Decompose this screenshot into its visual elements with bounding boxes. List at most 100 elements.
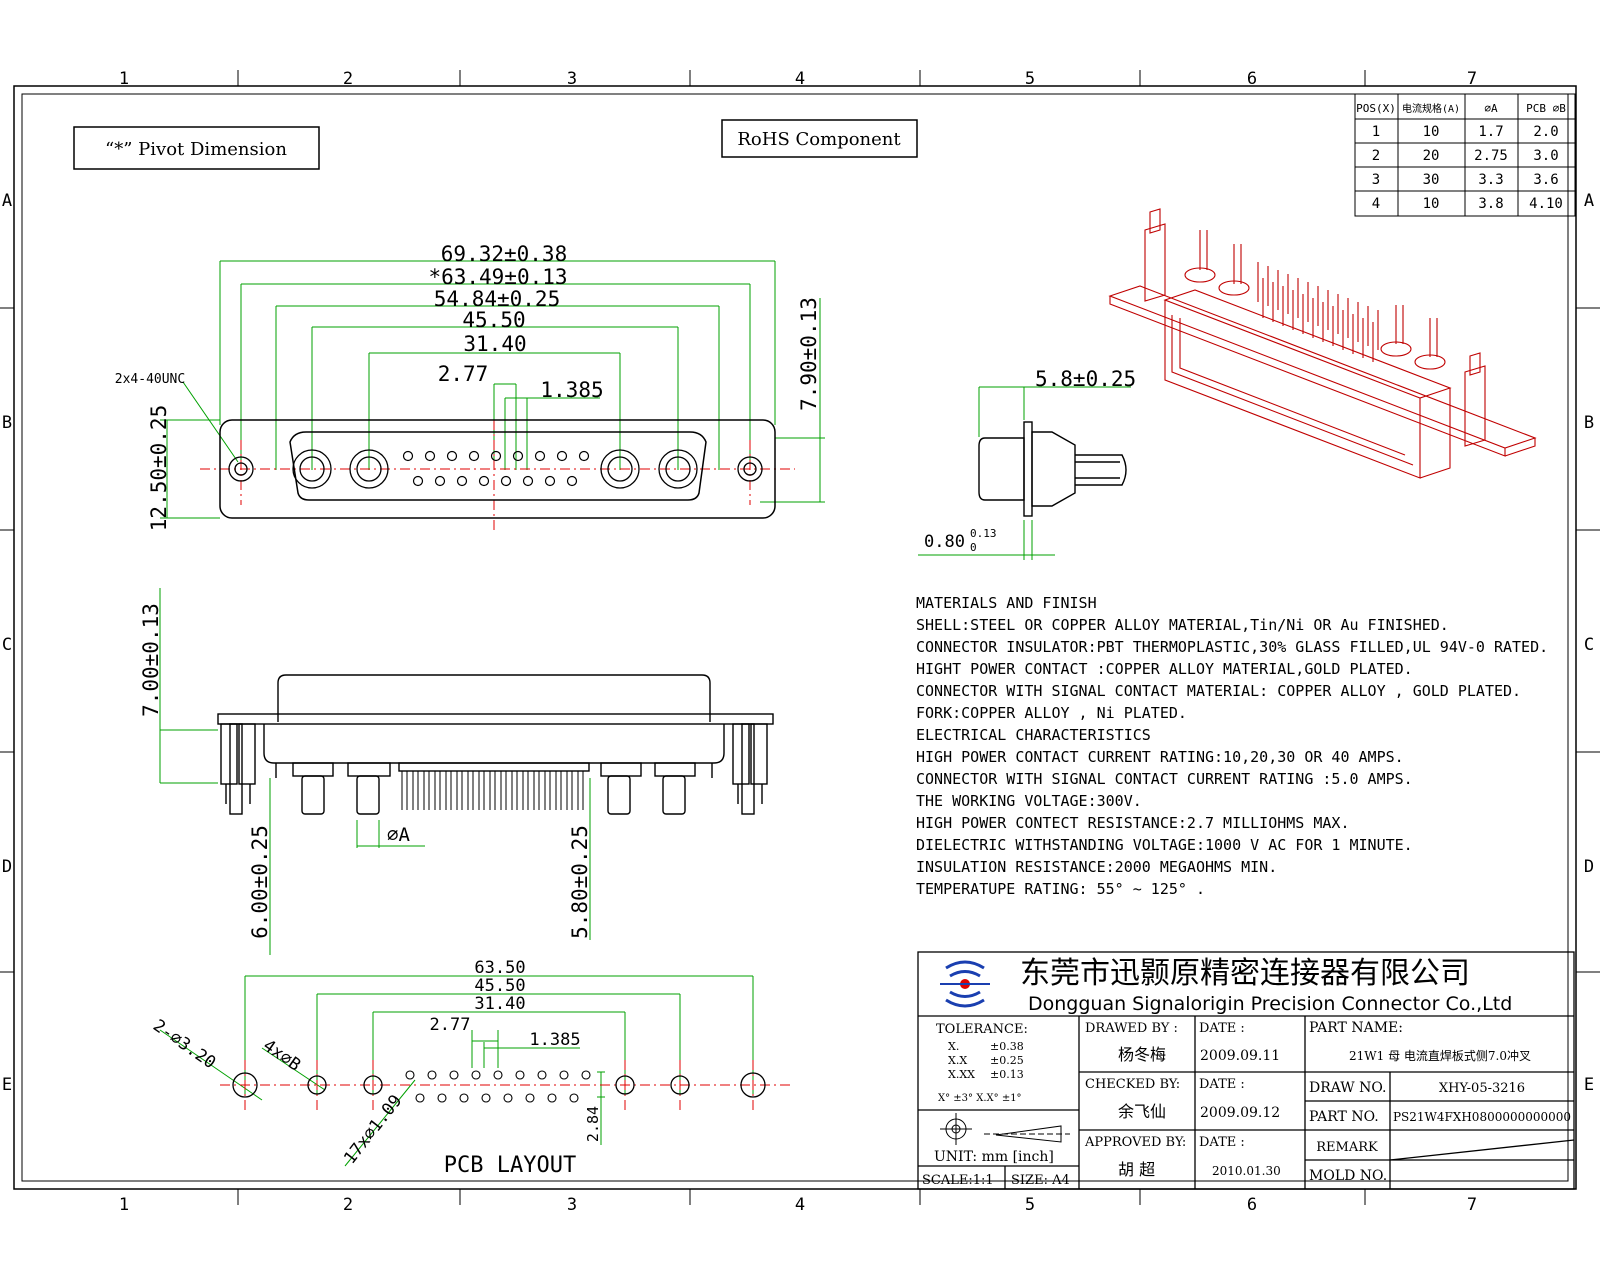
angle-tolerance: X° ±3° X.X° ±1° [938, 1093, 1022, 1104]
row-label: C [1584, 635, 1594, 655]
col-label: 3 [567, 69, 577, 89]
table-cell: 30 [1423, 172, 1440, 188]
col-label: 4 [795, 69, 805, 89]
tol-value: ±0.25 [990, 1054, 1024, 1067]
row-label: A [1584, 191, 1594, 211]
table-cell: 2.75 [1474, 148, 1508, 164]
table-header: ⌀A [1484, 102, 1498, 115]
note-line: TEMPERATUPE RATING: 55° ~ 125° . [916, 880, 1205, 898]
dim-overall-width: 69.32±0.38 [441, 242, 567, 266]
col-label: 1 [119, 1195, 129, 1215]
front-signal-contacts [402, 450, 590, 487]
tol-lower: 0 [970, 541, 977, 554]
dim-pin-offset: 1.385 [540, 378, 603, 402]
table-cell: 10 [1423, 196, 1440, 212]
part-name-label: PART NAME: [1309, 1020, 1403, 1036]
bottom-signal-pins [401, 771, 584, 810]
drawing-border [0, 70, 1600, 1205]
dim-shell-height: 7.00±0.13 [139, 603, 163, 717]
pivot-dimension-box: “*” Pivot Dimension [73, 126, 320, 170]
pcb-power-hole-label: 4x⌀B [259, 1036, 304, 1076]
col-label: 7 [1467, 1195, 1477, 1215]
note-line: DIELECTRIC WITHSTANDING VOLTAGE:1000 V A… [916, 836, 1413, 854]
checked-by-label: CHECKED BY: [1085, 1077, 1180, 1092]
part-no: PS21W4FXH0800000000000 [1393, 1110, 1571, 1124]
note-line: CONNECTOR WITH SIGNAL CONTACT CURRENT RA… [916, 770, 1413, 788]
note-line: HIGH POWER CONTECT RESISTANCE:2.7 MILLIO… [916, 814, 1349, 832]
drawn-by-label: DRAWED BY : [1085, 1021, 1178, 1036]
side-view: 5.8±0.25 0.80 0.13 0 [918, 367, 1136, 560]
note-line: HIGHT POWER CONTACT :COPPER ALLOY MATERI… [916, 660, 1413, 678]
note-line: HIGH POWER CONTACT CURRENT RATING:10,20,… [916, 748, 1404, 766]
tol-value: ±0.38 [990, 1040, 1024, 1053]
draw-no: XHY-05-3216 [1439, 1081, 1525, 1096]
mold-no-label: MOLD NO. [1309, 1168, 1387, 1184]
current-spec-table: POS(X) 电流规格(A) ⌀A PCB ⌀B 1 10 1.7 2.0 2 … [1354, 93, 1576, 217]
table-cell: 3.3 [1478, 172, 1503, 188]
projection-symbol-icon [940, 1113, 1070, 1145]
table-header: POS(X) [1356, 102, 1396, 115]
company-logo [940, 960, 990, 1008]
front-mount-holes [228, 456, 763, 482]
pcb-layout-title: PCB LAYOUT [444, 1153, 576, 1178]
approved-by-label: APPROVED BY: [1084, 1135, 1186, 1150]
pcb-row-spacing: 2.84 [584, 1106, 602, 1142]
rohs-label: RoHS Component [737, 129, 901, 150]
tol-upper: 0.13 [970, 527, 997, 540]
row-label: E [1584, 1075, 1594, 1095]
table-cell: 10 [1423, 124, 1440, 140]
col-label: 7 [1467, 69, 1477, 89]
tol-key: X. [948, 1040, 959, 1053]
checked-by-name: 余飞仙 [1118, 1102, 1166, 1121]
date-drawn: 2009.09.11 [1200, 1048, 1280, 1064]
grid-labels: 1 2 3 4 5 6 7 1 2 3 4 5 6 7 A B C D E A … [2, 69, 1594, 1215]
table-header: PCB ⌀B [1526, 102, 1566, 115]
dim-depth: 7.90±0.13 [797, 297, 821, 411]
title-block: 东莞市迅颢原精密连接器有限公司 Dongguan Signalorigin Pr… [917, 951, 1575, 1190]
date-checked: 2009.09.12 [1200, 1105, 1280, 1121]
front-dimension-lines [160, 260, 825, 519]
date-label: DATE : [1199, 1021, 1245, 1036]
pcb-dim-31-40: 31.40 [474, 994, 525, 1014]
pcb-mount-hole-label: 2-⌀3.20 [149, 1016, 219, 1073]
remark-label: REMARK [1316, 1140, 1378, 1155]
tol-key: X.X [948, 1054, 967, 1067]
col-label: 5 [1025, 69, 1035, 89]
iso-signal-pins [1257, 262, 1379, 362]
date-label: DATE : [1199, 1135, 1245, 1150]
col-label: 6 [1247, 1195, 1257, 1215]
col-label: 2 [343, 1195, 353, 1215]
note-line: CONNECTOR WITH SIGNAL CONTACT MATERIAL: … [916, 682, 1521, 700]
dim-pin-length-left: 6.00±0.25 [248, 825, 272, 939]
col-label: 4 [795, 1195, 805, 1215]
draw-no-label: DRAW NO. [1309, 1080, 1387, 1096]
date-approved: 2010.01.30 [1212, 1164, 1281, 1178]
unit-label: UNIT: mm [inch] [934, 1149, 1054, 1165]
table-cell: 3 [1372, 172, 1380, 188]
pcb-dim-2-77: 2.77 [430, 1015, 471, 1035]
table-header: 电流规格(A) [1402, 102, 1460, 115]
table-cell: 3.0 [1533, 148, 1558, 164]
pcb-layout: 63.50 45.50 31.40 2.77 1.385 2-⌀3.20 4x⌀… [149, 958, 790, 1178]
col-label: 3 [567, 1195, 577, 1215]
col-label: 1 [119, 69, 129, 89]
dim-side-depth: 5.8±0.25 [1035, 367, 1136, 391]
table-cell: 20 [1423, 148, 1440, 164]
company-name-cn: 东莞市迅颢原精密连接器有限公司 [1020, 956, 1470, 991]
company-name-en: Dongguan Signalorigin Precision Connecto… [1028, 993, 1512, 1015]
dim-pin-length-right: 5.80±0.25 [568, 825, 592, 939]
front-view: 69.32±0.38 *63.49±0.13 54.84±0.25 45.50 … [115, 242, 825, 531]
dim-flange-thickness: 0.80 [924, 532, 965, 552]
pivot-dimension-label: “*” Pivot Dimension [105, 139, 287, 160]
note-line: FORK:COPPER ALLOY , Ni PLATED. [916, 704, 1187, 722]
dim-pin-pitch: 2.77 [438, 362, 489, 386]
dim-mount-hole-pitch: *63.49±0.13 [428, 265, 567, 289]
rohs-box: RoHS Component [721, 119, 918, 158]
bottom-view: 7.00±0.13 6.00±0.25 5.80±0.25 ⌀A [139, 588, 774, 955]
dim-dia-a: ⌀A [387, 824, 410, 846]
tol-key: X.XX [948, 1068, 975, 1081]
row-label: B [2, 413, 12, 433]
part-name: 21W1 母 电流直焊板式侧7.0冲叉 [1349, 1048, 1531, 1063]
pcb-signal-holes [405, 1070, 591, 1103]
date-label: DATE : [1199, 1077, 1245, 1092]
